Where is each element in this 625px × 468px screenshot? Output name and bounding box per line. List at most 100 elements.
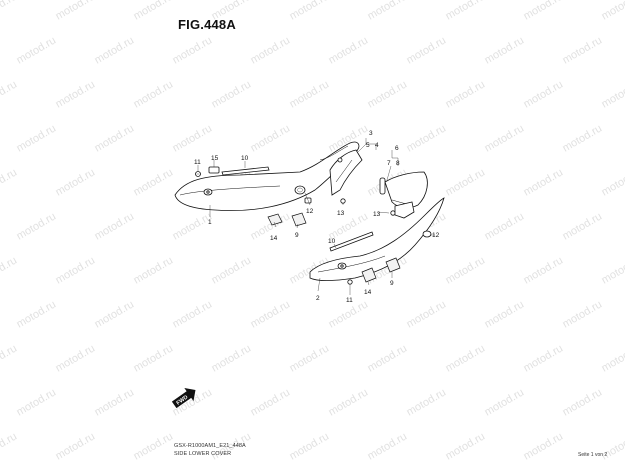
screw-11-upper[interactable] — [195, 171, 201, 177]
watermark-text: motod.ru — [561, 34, 605, 66]
watermark-text: motod.ru — [444, 254, 488, 286]
callout-1: 1 — [208, 219, 212, 226]
bracket-assy[interactable] — [329, 149, 363, 196]
watermark-text: motod.ru — [366, 342, 410, 374]
watermark-text: motod.ru — [93, 210, 137, 242]
watermark-text: motod.ru — [366, 0, 410, 23]
watermark-text: motod.ru — [561, 210, 605, 242]
watermark-text: motod.ru — [210, 78, 254, 110]
watermark-text: motod.ru — [0, 78, 19, 110]
watermark-text: motod.ru — [288, 78, 332, 110]
figure-code: GSX-R1000AM1_E21_448A — [174, 443, 246, 449]
watermark-text: motod.ru — [444, 342, 488, 374]
watermark-text: motod.ru — [522, 430, 566, 462]
watermark-text: motod.ru — [600, 78, 625, 110]
grommet-12-lower[interactable] — [422, 230, 432, 238]
watermark-text: motod.ru — [483, 210, 527, 242]
watermark-text: motod.ru — [327, 34, 371, 66]
watermark-text: motod.ru — [561, 386, 605, 418]
callout-7: 7 — [387, 160, 391, 167]
watermark-text: motod.ru — [171, 210, 215, 242]
watermark-text: motod.ru — [327, 386, 371, 418]
watermark-text: motod.ru — [483, 34, 527, 66]
watermark-text: motod.ru — [93, 386, 137, 418]
callout-14-upper: 14 — [270, 235, 278, 242]
watermark-text: motod.ru — [444, 166, 488, 198]
bracket-lower[interactable] — [394, 201, 415, 219]
watermark-text: motod.ru — [54, 430, 98, 462]
pad-9-upper[interactable] — [291, 212, 307, 227]
callout-10-lower: 10 — [328, 238, 336, 245]
watermark-text: motod.ru — [405, 298, 449, 330]
watermark-text: motod.ru — [15, 298, 59, 330]
callout-14-lower: 14 — [364, 289, 372, 296]
watermark-text: motod.ru — [93, 34, 137, 66]
callout-10-upper: 10 — [241, 155, 249, 162]
bolt-13-upper[interactable] — [340, 198, 346, 204]
watermark-text: motod.ru — [288, 430, 332, 462]
callout-9-lower: 9 — [390, 280, 394, 287]
watermark-text: motod.ru — [15, 386, 59, 418]
figure-caption: SIDE LOWER COVER — [174, 451, 232, 457]
watermark-text: motod.ru — [54, 166, 98, 198]
watermark-text: motod.ru — [600, 342, 625, 374]
watermark-text: motod.ru — [522, 0, 566, 23]
watermark-text: motod.ru — [249, 122, 293, 154]
side-lower-cover-lower[interactable] — [309, 197, 445, 282]
watermark-text: motod.ru — [483, 122, 527, 154]
watermark-text: motod.ru — [288, 342, 332, 374]
watermark-text: motod.ru — [171, 298, 215, 330]
callout-15: 15 — [211, 155, 219, 162]
cushion-14-upper[interactable] — [267, 213, 283, 226]
watermark-text: motod.ru — [522, 78, 566, 110]
watermark-text: motod.ru — [15, 122, 59, 154]
watermark-text: motod.ru — [93, 122, 137, 154]
watermark-text: motod.ru — [600, 0, 625, 23]
callout-2: 2 — [316, 295, 320, 302]
watermark-text: motod.ru — [210, 254, 254, 286]
callout-6: 6 — [395, 145, 399, 152]
bolt-13-lower[interactable] — [390, 210, 396, 216]
watermark-text: motod.ru — [210, 342, 254, 374]
watermark-text: motod.ru — [132, 166, 176, 198]
callouts: 1 2 3 4 5 6 7 8 9 9 10 10 11 11 12 12 13… — [194, 130, 440, 304]
watermark-text: motod.ru — [522, 254, 566, 286]
clip-15[interactable] — [208, 166, 220, 174]
watermark-text: motod.ru — [171, 34, 215, 66]
callout-11-lower: 11 — [346, 297, 353, 304]
screw-11-lower[interactable] — [347, 279, 353, 285]
watermark-text: motod.ru — [561, 122, 605, 154]
watermark-text: motod.ru — [15, 34, 59, 66]
callout-12-lower: 12 — [432, 232, 440, 239]
pad-9-lower[interactable] — [385, 257, 401, 273]
trim-strip-lower[interactable] — [329, 231, 374, 252]
watermark-text: motod.ru — [405, 34, 449, 66]
watermark-text: motod.ru — [366, 430, 410, 462]
watermark-text: motod.ru — [171, 122, 215, 154]
watermark-text: motod.ru — [132, 78, 176, 110]
trim-strip-upper[interactable] — [221, 166, 270, 176]
grommet-12-upper[interactable] — [294, 185, 306, 195]
watermark-text: motod.ru — [249, 386, 293, 418]
watermark-text: motod.ru — [0, 342, 19, 374]
watermark-text: motod.ru — [288, 0, 332, 23]
watermark-text: motod.ru — [15, 210, 59, 242]
callout-3: 3 — [369, 130, 373, 137]
watermark-text: motod.ru — [444, 78, 488, 110]
watermark-text: motod.ru — [444, 430, 488, 462]
watermark-text: motod.ru — [483, 298, 527, 330]
watermark-text: motod.ru — [132, 0, 176, 23]
watermark-text: motod.ru — [561, 298, 605, 330]
leader-lines — [197, 138, 435, 295]
watermark-text: motod.ru — [0, 254, 19, 286]
watermark-text: motod.ru — [132, 254, 176, 286]
callout-4: 4 — [375, 142, 379, 149]
watermark-text: motod.ru — [54, 0, 98, 23]
watermark-text: motod.ru — [132, 430, 176, 462]
cushion-14-lower[interactable] — [361, 267, 377, 283]
callout-8: 8 — [396, 160, 400, 167]
callout-13-lower: 13 — [373, 211, 381, 218]
watermark-text: motod.ru — [405, 386, 449, 418]
